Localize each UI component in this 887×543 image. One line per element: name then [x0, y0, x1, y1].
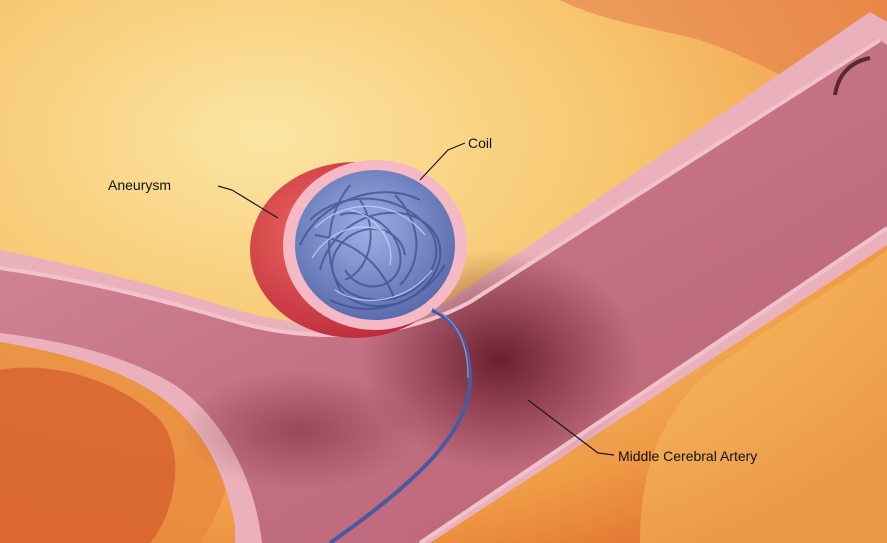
coil-label: Coil: [468, 135, 492, 151]
lumen-shadow-edge: [180, 370, 420, 490]
aneurysm-label: Aneurysm: [108, 177, 171, 193]
artery-label: Middle Cerebral Artery: [618, 448, 757, 464]
